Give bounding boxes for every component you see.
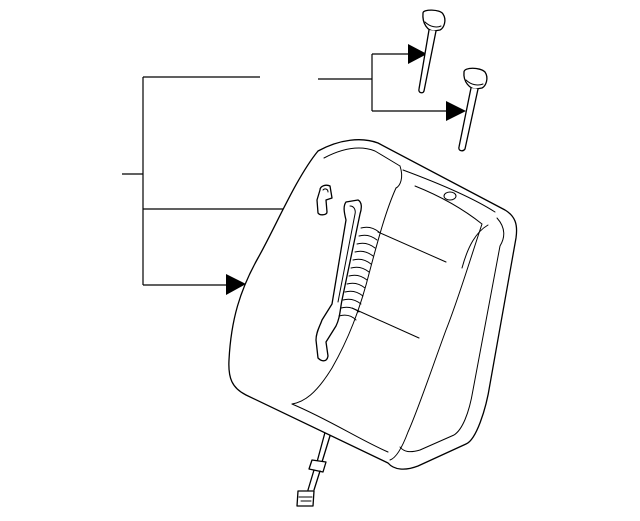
guide-2-shaft: [458, 87, 479, 152]
wire-connector: [296, 490, 315, 507]
guide-1-cap-rim: [424, 21, 442, 28]
wire-harness-lower: [307, 469, 321, 491]
seat-back-outline: [228, 139, 518, 470]
arrow-guide-upper: [408, 44, 427, 64]
headrest-hole: [443, 191, 457, 201]
headrest-guide-2: [458, 67, 488, 152]
wire-harness-clip: [308, 459, 327, 473]
side-hook-slot: [322, 188, 329, 193]
stitch-line-upper: [377, 231, 447, 263]
seat-back-upper-contour: [323, 147, 401, 167]
guide-1-cap: [422, 9, 446, 32]
lumbar-ribs: [338, 226, 380, 321]
right-bolster-inner: [399, 217, 505, 453]
guide-1-shaft: [418, 29, 437, 94]
bottom-hem: [291, 403, 389, 453]
guide-2-cap-rim: [465, 79, 484, 86]
headrest-guide-1: [418, 9, 446, 94]
stitch-line-lower: [351, 307, 420, 339]
seat-back-top-seam: [395, 165, 403, 189]
right-bolster-seam: [461, 224, 489, 269]
arrow-guide-lower: [446, 101, 466, 121]
guide-2-cap: [463, 67, 488, 90]
center-panel-left-edge: [291, 187, 397, 405]
seat-back-assembly: [228, 139, 518, 507]
top-seam: [402, 169, 496, 213]
arrow-pad: [226, 274, 246, 295]
side-hook: [316, 184, 333, 216]
wire-connector-detail: [298, 496, 313, 502]
leader-lines: [122, 53, 446, 286]
center-panel-right-edge: [389, 185, 483, 461]
lumbar-frame-inner: [337, 205, 356, 303]
